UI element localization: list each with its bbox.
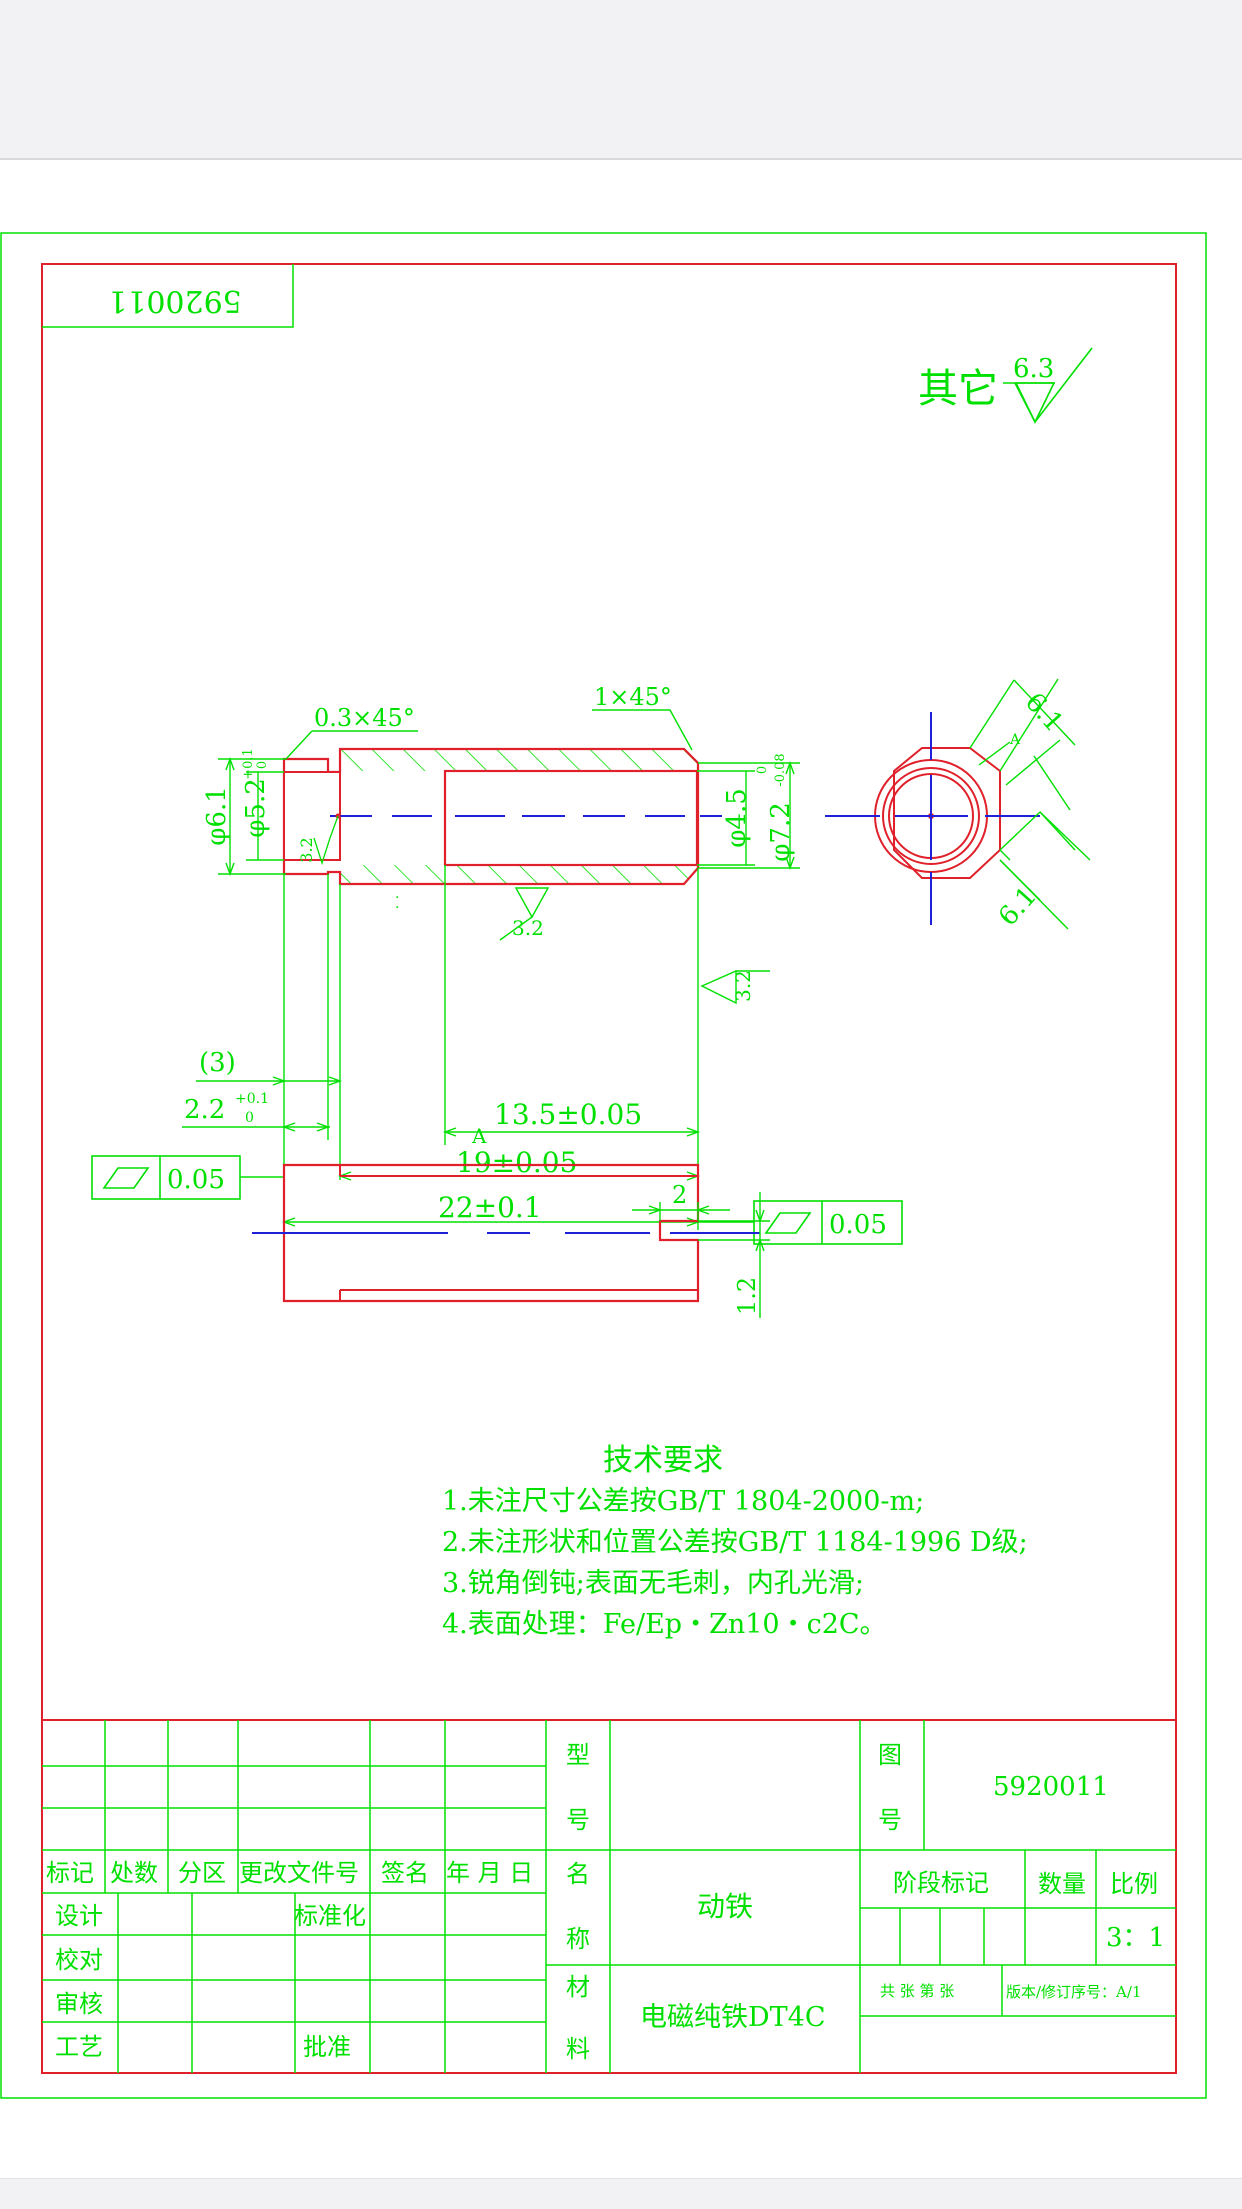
tb-mat-value: 电磁纯铁DT4C [640, 2002, 826, 2033]
rev-h2: 处数 [110, 1859, 158, 1887]
hex-dim-bottom: 6.1 [993, 881, 1043, 932]
note-1: 1.未注尺寸公差按GB/T 1804-2000-m; [442, 1486, 924, 1517]
tb-stage: 阶段标记 [893, 1869, 989, 1897]
dim-d52-tol-up: +0.1 [241, 748, 256, 780]
view-a: A 2 1.2 [252, 1124, 770, 1318]
rev-h3: 分区 [178, 1859, 226, 1887]
note-2: 2.未注形状和位置公差按GB/T 1184-1996 D级; [442, 1527, 1028, 1558]
dim-22-tol-up: +0.1 [235, 1091, 269, 1107]
tb-dwg-2: 号 [878, 1806, 902, 1834]
slot-width: 2 [672, 1181, 687, 1209]
tb-design: 设计 [55, 1902, 103, 1930]
tb-scale: 比例 [1110, 1870, 1158, 1898]
rough-bottom: 3.2 [512, 916, 544, 940]
svg-text:.: . [395, 896, 399, 912]
rev-h4: 更改文件号 [239, 1859, 359, 1887]
flatness-frame-left: 0.05 [91, 1155, 284, 1200]
tb-version: 版本/修订序号：A/1 [1006, 1983, 1141, 2001]
flatness-value-right: 0.05 [829, 1210, 887, 1240]
rough-inner: 3.2 [297, 837, 316, 862]
dim-22b: 22±0.1 [438, 1191, 542, 1224]
dim-d72-tol-low: -0.08 [773, 753, 788, 786]
tb-type-2: 号 [566, 1806, 590, 1834]
rev-h1: 标记 [46, 1859, 94, 1887]
rev-h6: 年 月 日 [446, 1859, 533, 1887]
flatness-value-left: 0.05 [167, 1165, 225, 1195]
rotated-drawing-number: 5920011 [108, 283, 242, 318]
tb-name-1: 名 [566, 1860, 590, 1888]
slot-height: 1.2 [733, 1277, 761, 1315]
roughness-label: 其它 [918, 366, 998, 412]
tb-check: 校对 [55, 1946, 103, 1974]
roughness-value: 6.3 [1013, 354, 1054, 384]
tb-dwg-value: 5920011 [993, 1772, 1109, 1802]
tb-approve: 批准 [303, 2033, 351, 2061]
section-view: . . 0.3×45° 1×45° φ6.1 φ5.2 +0.1 0 3.2 φ… [91, 683, 903, 1245]
surface-roughness-note: 其它 6.3 [918, 347, 1093, 424]
end-view: 6.1 6.1 A [825, 678, 1091, 932]
tb-scale-value: 3：1 [1106, 1923, 1165, 1953]
dim-22-tol-low: 0 [245, 1110, 254, 1126]
tb-qty: 数量 [1038, 1870, 1086, 1898]
dim-d52: φ5.2 [241, 778, 271, 838]
dim-19: 19±0.05 [456, 1146, 577, 1179]
tb-name-2: 称 [566, 1925, 590, 1953]
inner-border [41, 263, 1177, 2074]
note-4: 4.表面处理：Fe/Ep・Zn10・c2C。 [442, 1609, 887, 1640]
tb-process: 工艺 [55, 2033, 103, 2061]
svg-text:.: . [395, 886, 399, 902]
chamfer-label-1: 0.3×45° [314, 704, 415, 732]
title-block: 标记 处数 分区 更改文件号 签名 年 月 日 设计 标准化 校对 审核 工艺 … [42, 1719, 1176, 2073]
notes-title: 技术要求 [603, 1443, 723, 1478]
tb-name-value: 动铁 [697, 1890, 753, 1923]
engineering-drawing: 5920011 其它 6.3 . . 0.3×45° 1×45° φ6.1 φ5… [0, 232, 1207, 2099]
dim-d45: φ4.5 [722, 788, 752, 848]
viewer-top-bar [0, 0, 1242, 160]
outer-border [0, 232, 1207, 2099]
dim-d52-tol-low: 0 [255, 761, 270, 769]
tb-standard: 标准化 [294, 1902, 366, 1930]
tb-type-1: 型 [566, 1741, 590, 1769]
dim-d72: φ7.2 [766, 802, 796, 862]
drawing-sheet: 5920011 其它 6.3 . . 0.3×45° 1×45° φ6.1 φ5… [0, 160, 1242, 2178]
technical-requirements: 技术要求 1.未注尺寸公差按GB/T 1804-2000-m; 2.未注形状和位… [442, 1443, 1028, 1640]
rough-right: 3.2 [731, 970, 755, 1002]
note-3: 3.锐角倒钝;表面无毛刺，内孔光滑; [442, 1568, 864, 1599]
tb-mat-2: 料 [566, 2035, 590, 2063]
dim-d72-tol-up: 0 [755, 766, 770, 774]
tb-sheets: 共 张 第 张 [880, 1982, 954, 2000]
tb-review: 审核 [55, 1990, 103, 2018]
view-a-label: A [471, 1124, 487, 1148]
flatness-frame-right: 0.05 [698, 1200, 903, 1245]
chamfer-label-2: 1×45° [594, 683, 672, 711]
dim-3: (3) [199, 1048, 236, 1078]
tb-mat-1: 材 [566, 1973, 590, 2001]
rev-h5: 签名 [381, 1859, 429, 1887]
dim-135: 13.5±0.05 [494, 1098, 642, 1131]
tb-dwg-1: 图 [878, 1741, 902, 1769]
dim-d61: φ6.1 [202, 786, 232, 846]
svg-text:A: A [1009, 732, 1021, 748]
viewer-bottom-bar [0, 2178, 1242, 2209]
rotated-number-box: 5920011 [42, 264, 294, 328]
dim-22: 2.2 [184, 1095, 225, 1125]
